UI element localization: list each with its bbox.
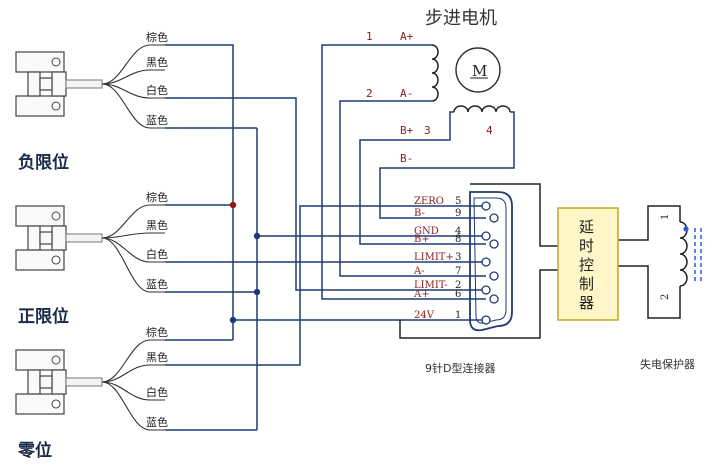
pin-label: ZERO xyxy=(414,196,444,207)
sensor-wire xyxy=(101,237,165,263)
connector-pin: 24V 1 xyxy=(410,310,491,325)
svg-text:B+: B+ xyxy=(400,124,414,137)
pin-hole xyxy=(481,231,491,241)
sensor-name: 零位 xyxy=(17,440,52,461)
connector-pin: GND 4 xyxy=(410,226,491,241)
sensor-wire xyxy=(101,69,165,85)
motor-terminal-3: 3 B+ xyxy=(400,124,431,137)
sensor-wire-label: 棕色 xyxy=(146,190,168,204)
sensor-wire-label: 黑色 xyxy=(146,350,168,364)
svg-text:A+: A+ xyxy=(400,30,414,43)
sensor-wire xyxy=(101,83,165,129)
svg-text:A-: A- xyxy=(400,87,413,100)
pin-label: LIMIT- xyxy=(414,280,448,291)
sensor-wire xyxy=(101,237,165,293)
svg-text:3: 3 xyxy=(424,124,431,137)
pin-label: A+ xyxy=(413,289,430,300)
connector-pin: B- 9 xyxy=(410,208,499,223)
motor-terminal-2: 2 A- xyxy=(366,87,413,100)
controller-label-char: 延 xyxy=(579,218,594,236)
coil-b xyxy=(453,105,511,113)
pin-label: A- xyxy=(413,266,425,277)
pin-hole xyxy=(489,213,499,223)
pin-hole xyxy=(489,271,499,281)
sensor-wire-label: 蓝色 xyxy=(146,277,168,291)
pin-hole xyxy=(489,294,499,304)
connector-caption: 9针D型连接器 xyxy=(425,361,495,375)
pin-number: 2 xyxy=(455,280,461,291)
sensor-wire xyxy=(101,83,165,99)
pin-hole xyxy=(481,201,491,211)
motor-title: 步进电机 xyxy=(425,8,497,29)
wiring xyxy=(165,44,681,431)
sensor-wire-label: 棕色 xyxy=(146,30,168,44)
coil-a xyxy=(431,44,439,102)
pin-number: 7 xyxy=(455,266,461,277)
pin-hole xyxy=(489,239,499,249)
sensor-wire-label: 棕色 xyxy=(146,325,168,339)
pin-number: 4 xyxy=(455,226,461,237)
db9-connector xyxy=(469,191,513,332)
svg-text:B-: B- xyxy=(400,152,413,165)
pin-hole xyxy=(481,285,491,295)
delay-controller xyxy=(557,207,619,321)
sensor-wire xyxy=(101,381,165,431)
motor-terminal-4: 4 B- xyxy=(400,124,493,165)
connector-pin: LIMIT- 2 xyxy=(410,280,491,295)
motor-symbol-label: M xyxy=(472,62,487,80)
sensor-wire-label: 蓝色 xyxy=(146,113,168,127)
sensor-wire-label: 蓝色 xyxy=(146,415,168,429)
svg-text:1: 1 xyxy=(366,30,373,43)
protector-caption: 失电保护器 xyxy=(640,357,695,371)
sensor-wire-label: 黑色 xyxy=(146,218,168,232)
connector-pin: LIMIT+3 xyxy=(410,252,491,267)
sensor-wire xyxy=(101,44,165,85)
sensor-wire xyxy=(101,381,165,401)
sensor-wire xyxy=(101,204,165,239)
connector-pin: A- 7 xyxy=(410,266,499,281)
svg-text:2: 2 xyxy=(366,87,373,100)
sensor-wire-label: 白色 xyxy=(146,247,168,261)
sensor-wire xyxy=(101,364,165,383)
protector-pin-bottom: 2 xyxy=(660,294,671,300)
pin-label: GND xyxy=(414,226,439,237)
controller-label-char: 器 xyxy=(579,294,594,312)
pin-label: 24V xyxy=(414,310,435,321)
pin-number: 9 xyxy=(455,208,461,219)
connector-pin: B+ 8 xyxy=(410,234,499,249)
pin-label: LIMIT+ xyxy=(414,252,454,263)
pin-number: 5 xyxy=(455,196,461,207)
power-loss-protector: 1 2 xyxy=(660,214,702,300)
connector-pin: ZERO 5 xyxy=(410,196,491,211)
sensor-wire-label: 白色 xyxy=(146,83,168,97)
pin-hole xyxy=(481,257,491,267)
pin-number: 6 xyxy=(455,289,461,300)
sensor-name: 正限位 xyxy=(18,306,69,327)
pin-label: B- xyxy=(414,208,425,219)
controller-label-char: 制 xyxy=(579,275,594,293)
pin-number: 8 xyxy=(455,234,461,245)
motor-terminal-1: 1 A+ xyxy=(366,30,414,43)
motor-symbol xyxy=(455,47,501,93)
connector-pin: A+ 6 xyxy=(410,289,499,304)
pin-label: B+ xyxy=(414,234,430,245)
pin-number: 3 xyxy=(455,252,461,263)
sensor-wire-label: 黑色 xyxy=(146,55,168,69)
controller-label-char: 控 xyxy=(579,256,594,274)
pin-hole xyxy=(481,315,491,325)
sensor-wire xyxy=(101,232,165,239)
sensor-wire xyxy=(101,339,165,383)
sensor-wire-label: 白色 xyxy=(146,385,168,399)
pin-number: 1 xyxy=(455,310,461,321)
protector-pin-top: 1 xyxy=(660,214,671,220)
sensor-name: 负限位 xyxy=(18,152,69,173)
controller-label-char: 时 xyxy=(579,237,594,255)
svg-text:4: 4 xyxy=(486,124,493,137)
